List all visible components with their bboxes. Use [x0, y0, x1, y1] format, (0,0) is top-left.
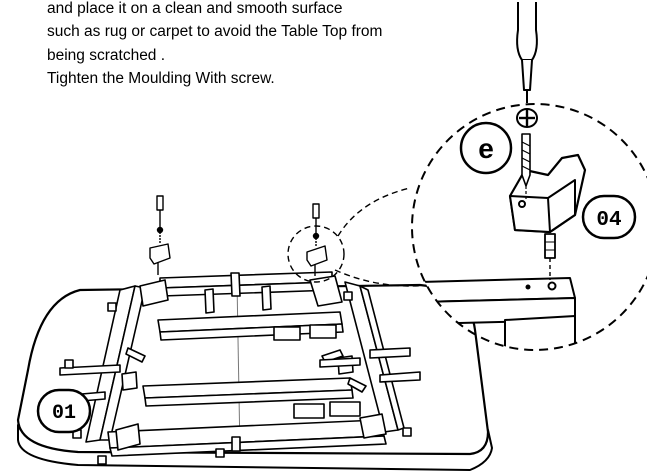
table-frame — [59, 271, 421, 465]
instruction-line: such as rug or carpet to avoid the Table… — [47, 23, 383, 40]
instruction-text: and place it on a clean and smooth surfa… — [0, 0, 647, 120]
moulding-right — [306, 203, 328, 276]
part-letter-callout: e — [459, 121, 513, 175]
table-number: 01 — [52, 402, 76, 425]
instruction-line: being scratched . — [47, 47, 166, 64]
instruction-line: Tighten the Moulding With screw. — [47, 70, 275, 87]
moulding-left — [149, 195, 171, 275]
instruction-line: and place it on a clean and smooth surfa… — [47, 0, 343, 17]
zoom-detail — [411, 103, 647, 351]
part-number-callout: 04 — [581, 194, 637, 240]
screwdriver-icon — [516, 2, 538, 103]
part-letter: e — [478, 133, 494, 164]
screw-head-icon — [516, 108, 538, 128]
detail-highlight-circle — [287, 225, 345, 283]
part-number: 04 — [596, 209, 621, 232]
table-number-callout: 01 — [36, 388, 92, 434]
detail-leader-line — [337, 187, 411, 237]
